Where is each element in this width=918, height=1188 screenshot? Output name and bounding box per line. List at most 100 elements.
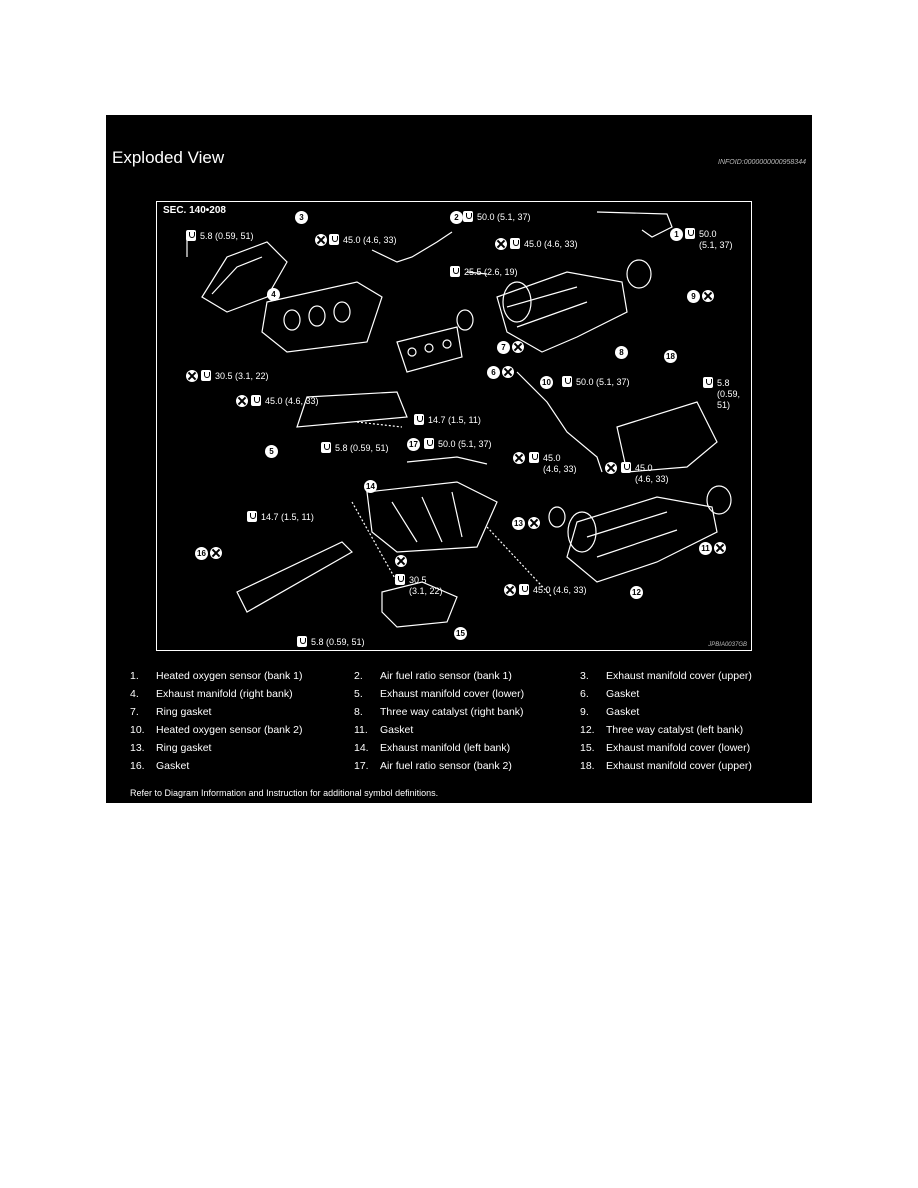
callout-7: 7	[497, 341, 510, 354]
manifold-cover-lower-right-shape	[296, 391, 408, 428]
legend-text: Gasket	[606, 688, 640, 700]
callout-11: 11	[699, 542, 712, 555]
torque-icon	[186, 230, 196, 241]
torque-label: 45.0 (4.6, 33)	[265, 396, 319, 406]
torque-label: 14.7 (1.5, 11)	[261, 512, 314, 522]
legend-number: 1.	[130, 670, 139, 682]
legend-number: 7.	[130, 706, 139, 718]
callout-10: 10	[540, 376, 553, 389]
torque-label: 45.0 (4.6, 33)	[343, 235, 397, 245]
torque-label: 50.0	[699, 229, 717, 239]
legend-number: 18.	[580, 760, 595, 772]
legend-number: 11.	[354, 724, 368, 736]
legend-number: 5.	[354, 688, 363, 700]
legend-text: Three way catalyst (left bank)	[606, 724, 744, 736]
ring-gasket-7-shape	[456, 309, 474, 331]
legend-number: 8.	[354, 706, 363, 718]
torque-label: 5.8	[717, 378, 730, 388]
torque-label: 51)	[717, 400, 731, 410]
legend-number: 15.	[580, 742, 595, 754]
legend-row: 1. Heated oxygen sensor (bank 1) 2. Air fue…	[106, 670, 812, 686]
replace-icon	[504, 584, 516, 596]
footnote: Refer to Diagram Information and Instruc…	[130, 788, 439, 798]
torque-label: 45.0	[635, 463, 653, 473]
callout-17: 17	[407, 438, 420, 451]
legend-number: 9.	[580, 706, 589, 718]
callout-1: 1	[670, 228, 683, 241]
legend-number: 17.	[354, 760, 369, 772]
legend-text: Gasket	[606, 706, 640, 718]
legend-text: Exhaust manifold cover (lower)	[380, 688, 525, 700]
torque-icon	[297, 636, 307, 647]
replace-icon	[502, 366, 514, 378]
legend-row: 10.Heated oxygen sensor (bank 2)11.Gaske…	[106, 724, 812, 740]
torque-label: 50.0 (5.1, 37)	[438, 439, 492, 449]
figure-code: JPBIA0037GB	[708, 642, 747, 648]
callout-9: 9	[687, 290, 700, 303]
legend-number: 6.	[580, 688, 589, 700]
legend-text: Exhaust manifold (right bank)	[156, 688, 293, 700]
torque-label: 50.0 (5.1, 37)	[477, 212, 531, 222]
torque-label: 25.5 (2.6, 19)	[464, 267, 518, 277]
legend-number: 2.	[354, 670, 363, 682]
torque-icon	[450, 266, 460, 277]
exploded-view-panel: Exploded View INFOID:0000000000958344	[106, 115, 812, 803]
manifold-left-shape	[366, 481, 498, 553]
torque-icon	[247, 511, 257, 522]
torque-icon	[621, 462, 631, 473]
manifold-cover-lower-left-shape	[381, 581, 458, 628]
legend-text: Ring gasket	[156, 706, 212, 718]
catalyst-right-shape	[496, 271, 628, 353]
torque-icon	[529, 452, 539, 463]
torque-icon	[685, 228, 695, 239]
legend-text: Gasket	[156, 760, 190, 772]
section-label: SEC. 140•208	[163, 205, 226, 216]
callout-5: 5	[265, 445, 278, 458]
exploded-diagram: SEC. 140•208 JPBIA0037GB 3 2 1 4 9 7 8 1…	[156, 201, 752, 651]
torque-label: (5.1, 37)	[699, 240, 733, 250]
manifold-cover-upper-right-shape	[201, 241, 288, 313]
replace-icon	[605, 462, 617, 474]
page-title: Exploded View	[112, 148, 225, 167]
gasket-16-shape	[236, 541, 353, 613]
diagram-drawing	[186, 211, 732, 628]
torque-label: 50.0 (5.1, 37)	[576, 377, 630, 387]
replace-icon	[315, 234, 327, 246]
torque-icon	[321, 442, 331, 453]
legend-number: 14.	[354, 742, 369, 754]
callout-16: 16	[195, 547, 208, 560]
replace-icon	[513, 452, 525, 464]
legend-row: 4. Exhaust manifold (right bank) 5. Exhaust…	[106, 688, 812, 704]
legend-text: Ring gasket	[156, 742, 212, 754]
callout-4: 4	[267, 288, 280, 301]
manifold-cover-upper-left-shape	[616, 401, 718, 473]
callout-6: 6	[487, 366, 500, 379]
legend-text: Heated oxygen sensor (bank 1)	[156, 670, 303, 682]
legend-text: Heated oxygen sensor (bank 2)	[156, 724, 303, 736]
torque-icon	[395, 574, 405, 585]
legend-number: 3.	[580, 670, 589, 682]
callout-13: 13	[512, 517, 525, 530]
gasket-11-shape	[706, 485, 732, 515]
torque-label: (4.6, 33)	[543, 464, 577, 474]
legend-number: 12.	[580, 724, 595, 736]
legend-number: 10.	[130, 724, 145, 736]
legend-number: 4.	[130, 688, 139, 700]
replace-icon	[702, 290, 714, 302]
replace-icon	[495, 238, 507, 250]
callout-14: 14	[364, 480, 377, 493]
torque-icon	[519, 584, 529, 595]
torque-icon	[414, 414, 424, 425]
torque-icon	[703, 377, 713, 388]
legend-text: Exhaust manifold (left bank)	[380, 742, 511, 754]
legend-number: 16.	[130, 760, 145, 772]
torque-label: (3.1, 22)	[409, 586, 443, 596]
replace-icon	[236, 395, 248, 407]
torque-icon	[463, 211, 473, 222]
torque-icon	[562, 376, 572, 387]
legend-number: 13.	[130, 742, 145, 754]
legend-text: Air fuel ratio sensor (bank 1)	[380, 670, 512, 682]
torque-label: 45.0 (4.6, 33)	[533, 585, 587, 595]
